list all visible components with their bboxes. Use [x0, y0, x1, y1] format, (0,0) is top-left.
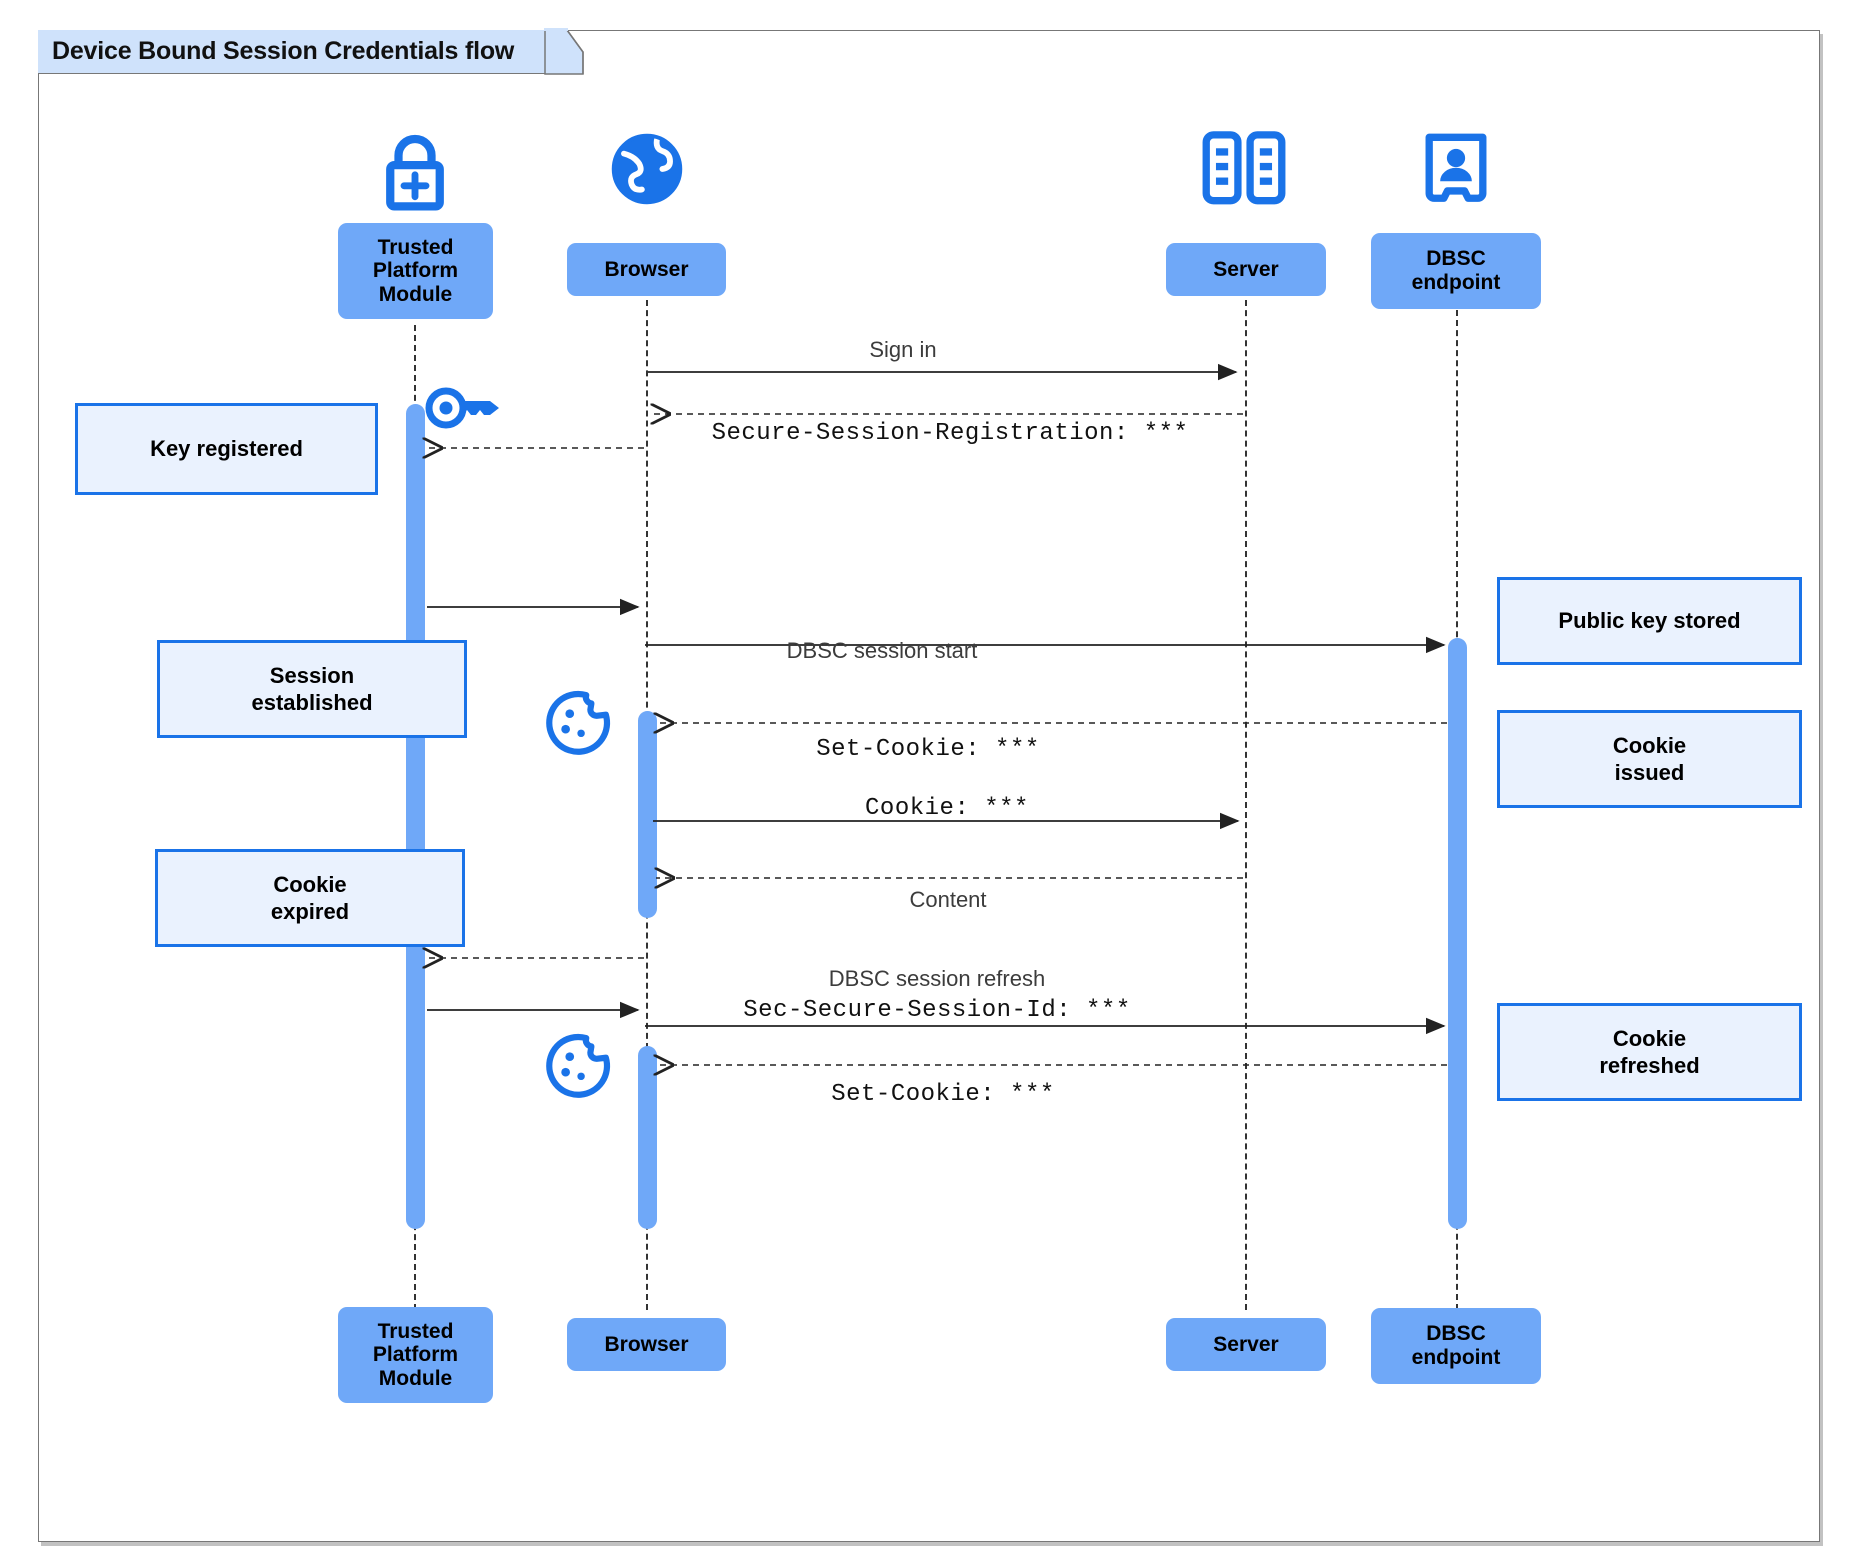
participant-label-line: DBSC [1426, 1322, 1486, 1346]
note-text: Cookie [1612, 732, 1687, 758]
note-text: Key registered [150, 436, 303, 462]
activation-bar-dbsc [1448, 638, 1467, 1229]
participant-label-line: endpoint [1411, 271, 1501, 294]
participant-label-line: Module [378, 282, 453, 306]
activation-bar-browser-2 [638, 1046, 657, 1229]
message-label-sign-in: Sign in [869, 337, 937, 362]
note-cookie-refreshed: Cookie refreshed [1497, 1003, 1802, 1101]
key-icon [425, 387, 499, 429]
note-text: Session [269, 662, 355, 688]
message-label-secure-session-registration: Secure-Session-Registration: *** [711, 420, 1189, 447]
note-text: issued [1614, 760, 1685, 785]
participant-tpm-top[interactable]: Trusted Platform Module [338, 223, 493, 319]
page-title: Device Bound Session Credentials flow [52, 37, 515, 65]
participant-server-top[interactable]: Server [1166, 243, 1326, 296]
participant-label-line: Trusted [377, 1319, 454, 1343]
message-label-dbsc-session-start: DBSC session start [786, 638, 978, 663]
message-label-set-cookie-1: Set-Cookie: *** [816, 736, 1040, 763]
note-text: Cookie [273, 871, 347, 897]
message-label-content: Content [909, 887, 987, 912]
id-badge-icon [1425, 133, 1487, 202]
message-label-sec-secure-session-id: Sec-Secure-Session-Id: *** [743, 997, 1131, 1024]
note-text: Cookie [1612, 1025, 1687, 1051]
note-text: refreshed [1599, 1053, 1700, 1078]
participant-label-line: Trusted [377, 235, 454, 259]
participant-browser-bottom[interactable]: Browser [567, 1318, 726, 1371]
note-key-registered: Key registered [75, 403, 378, 495]
participant-label-line: Platform [372, 1343, 459, 1367]
note-text: established [251, 690, 373, 715]
participant-server-bottom[interactable]: Server [1166, 1318, 1326, 1371]
cookie-icon [546, 690, 611, 755]
note-public-key-stored: Public key stored [1497, 577, 1802, 665]
lock-plus-icon [386, 134, 444, 211]
participant-tpm-bottom[interactable]: Trusted Platform Module [338, 1307, 493, 1403]
activation-bar-tpm [406, 404, 425, 1229]
participant-label-line: endpoint [1411, 1346, 1501, 1369]
message-label-cookie: Cookie: *** [865, 795, 1029, 822]
participant-dbsc-bottom[interactable]: DBSC endpoint [1371, 1308, 1541, 1384]
frame-tab-notch [544, 28, 584, 75]
note-session-established: Session established [157, 640, 467, 738]
participant-dbsc-top[interactable]: DBSC endpoint [1371, 233, 1541, 309]
lifeline-server [1245, 290, 1247, 1310]
note-cookie-expired: Cookie expired [155, 849, 465, 947]
globe-icon [611, 133, 683, 205]
note-text: expired [270, 899, 350, 924]
diagram-frame-tab: Device Bound Session Credentials flow [38, 30, 560, 74]
participant-label-line: Module [378, 1366, 453, 1390]
activation-bar-browser-1 [638, 711, 657, 918]
note-text: Public key stored [1558, 608, 1741, 634]
message-label-set-cookie-2: Set-Cookie: *** [831, 1081, 1055, 1108]
note-cookie-issued: Cookie issued [1497, 710, 1802, 808]
participant-label-line: Platform [372, 259, 459, 283]
server-rack-icon [1202, 131, 1286, 205]
participant-label-line: Server [1213, 257, 1279, 281]
message-label-dbsc-session-refresh: DBSC session refresh [828, 966, 1046, 991]
participant-label-line: Browser [604, 257, 689, 281]
cookie-icon [546, 1033, 611, 1098]
participant-label-line: Browser [604, 1332, 689, 1356]
participant-browser-top[interactable]: Browser [567, 243, 726, 296]
participant-label-line: Server [1213, 1332, 1279, 1356]
participant-label-line: DBSC [1426, 247, 1486, 271]
